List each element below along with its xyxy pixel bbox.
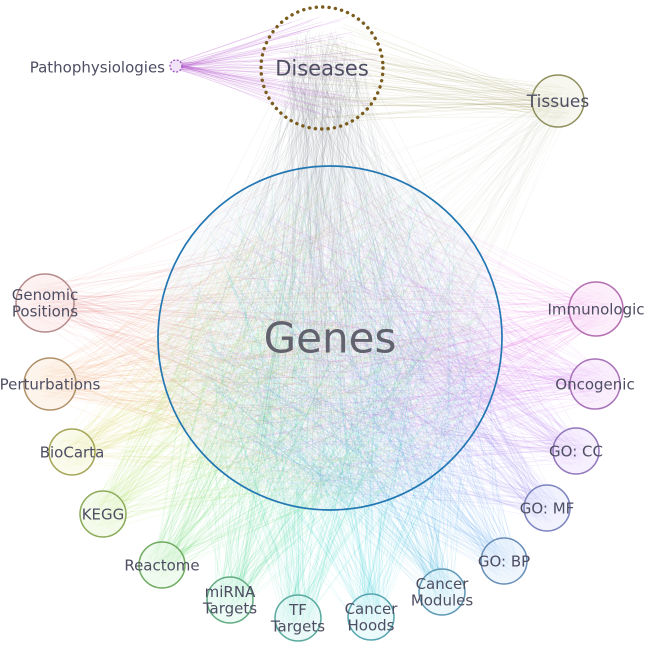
node-go-cc-circle[interactable] xyxy=(552,427,600,475)
edge-bundles xyxy=(26,16,614,634)
node-diseases-circle[interactable] xyxy=(259,5,385,131)
edges-kegg-to-genes xyxy=(88,179,491,529)
edges-pathophysiologies-to-diseases xyxy=(172,16,379,119)
edges-diseases-to-genes xyxy=(163,28,494,504)
node-kegg-label: KEGG xyxy=(82,505,125,523)
node-diseases-label: Diseases xyxy=(275,56,369,80)
nodes: Genes Diseases PathophysiologiesTissuesGen… xyxy=(0,5,645,642)
edges-tissues-to-diseases xyxy=(264,19,576,122)
node-oncogenic-label: Oncogenic xyxy=(555,375,634,393)
node-tf-targets-circle[interactable] xyxy=(274,594,322,642)
edges-mirna-targets-to-genes xyxy=(166,174,485,615)
node-go-mf-circle[interactable] xyxy=(523,484,571,532)
node-immunologic-circle[interactable] xyxy=(568,281,624,337)
node-genes-label: Genes xyxy=(264,314,397,363)
node-mirna-targets-circle[interactable] xyxy=(206,576,254,624)
node-reactome-label: Reactome xyxy=(124,556,199,574)
node-tissues-label: Tissues xyxy=(526,92,590,112)
node-genomic-positions-circle[interactable] xyxy=(15,273,75,333)
node-pathophysiologies-circle[interactable] xyxy=(169,59,183,73)
edges-tissues-to-genes xyxy=(164,84,576,498)
node-cancer-hoods-circle[interactable] xyxy=(347,593,395,641)
node-biocarta-label: BioCarta xyxy=(40,443,105,461)
edges-biocarta-to-genes xyxy=(56,178,487,499)
node-genes-circle[interactable] xyxy=(157,165,503,511)
edges-go-bp-to-genes xyxy=(177,188,520,578)
node-cancer-modules-circle[interactable] xyxy=(418,568,466,616)
edges-genomic-positions-to-genes xyxy=(26,177,488,494)
node-perturbations-circle[interactable] xyxy=(23,357,77,411)
node-go-cc-label: GO: CC xyxy=(549,442,603,460)
edges-immunologic-to-genes xyxy=(171,186,614,504)
edges-perturbations-to-genes xyxy=(33,174,494,500)
node-pathophysiologies-label: Pathophysiologies xyxy=(30,58,165,76)
edges-cancer-modules-to-genes xyxy=(174,178,492,607)
edges-go-cc-to-genes xyxy=(176,181,593,494)
node-tissues-circle[interactable] xyxy=(531,74,585,128)
edges-go-mf-to-genes xyxy=(164,182,563,524)
edges-tf-targets-to-genes xyxy=(186,190,494,634)
node-go-bp-circle[interactable] xyxy=(480,537,528,585)
node-biocarta-circle[interactable] xyxy=(48,428,96,476)
node-reactome-circle[interactable] xyxy=(138,541,186,589)
node-perturbations-label: Perturbations xyxy=(0,375,101,393)
edges-reactome-to-genes xyxy=(146,176,489,580)
node-go-bp-label: GO: BP xyxy=(478,552,530,570)
node-kegg-circle[interactable] xyxy=(79,490,127,538)
node-oncogenic-circle[interactable] xyxy=(569,358,621,410)
node-immunologic-label: Immunologic xyxy=(547,300,644,318)
node-go-mf-label: GO: MF xyxy=(520,499,575,517)
